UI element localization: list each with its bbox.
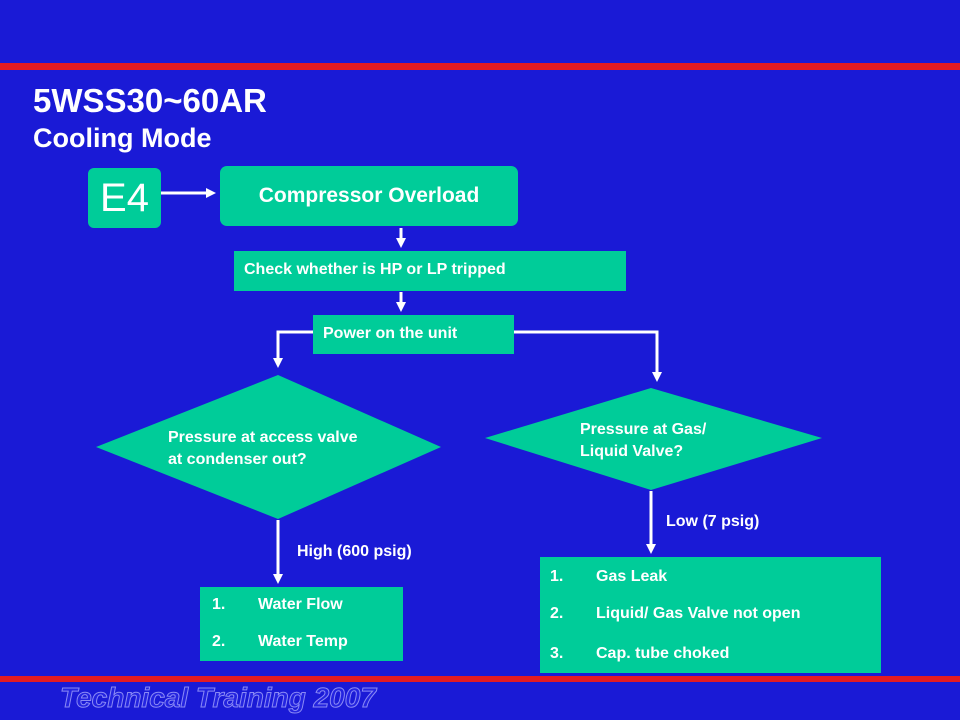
- slide-subtitle: Cooling Mode: [33, 123, 212, 153]
- list-item-text: Water Temp: [258, 633, 348, 650]
- decision-left-line1: Pressure at access valve: [168, 429, 358, 446]
- result-left-box: 1. Water Flow 2. Water Temp: [200, 587, 403, 661]
- result-right-box: 1. Gas Leak 2. Liquid/ Gas Valve not ope…: [540, 557, 881, 673]
- list-item-number: 2.: [212, 633, 226, 650]
- decision-diamond-left: [96, 375, 441, 519]
- arrow-poweron-to-left-decision: [273, 330, 313, 368]
- branch-left-label: High (600 psig): [297, 543, 412, 560]
- list-item-text: Water Flow: [258, 596, 343, 613]
- decision-left-line2: at condenser out?: [168, 451, 307, 468]
- fault-box: Compressor Overload: [220, 166, 518, 226]
- check-step-box: Check whether is HP or LP tripped: [234, 251, 626, 291]
- list-item-number: 1.: [550, 568, 564, 585]
- decision-right-label: Pressure at Gas/ Liquid Valve?: [580, 419, 706, 463]
- list-item-number: 2.: [550, 605, 564, 622]
- slide-title: 5WSS30~60AR: [33, 82, 267, 119]
- list-item-text: Cap. tube choked: [596, 645, 730, 662]
- top-accent-stripe: [0, 63, 960, 70]
- footer-watermark: Technical Training 2007: [60, 682, 377, 714]
- branch-right-label: Low (7 psig): [666, 513, 760, 530]
- list-item-number: 1.: [212, 596, 226, 613]
- power-on-step-box: Power on the unit: [313, 315, 514, 354]
- list-item-text: Gas Leak: [596, 568, 668, 585]
- decision-diamond-right: [485, 388, 822, 490]
- decision-right-line2: Liquid Valve?: [580, 443, 684, 460]
- bottom-accent-stripe: [0, 676, 960, 682]
- arrow-poweron-to-right-decision: [514, 330, 662, 382]
- error-code-box: E4: [88, 168, 161, 228]
- decision-right-line1: Pressure at Gas/: [580, 421, 707, 438]
- list-item-text: Liquid/ Gas Valve not open: [596, 605, 801, 622]
- decision-left-label: Pressure at access valve at condenser ou…: [168, 427, 357, 471]
- list-item-number: 3.: [550, 645, 564, 662]
